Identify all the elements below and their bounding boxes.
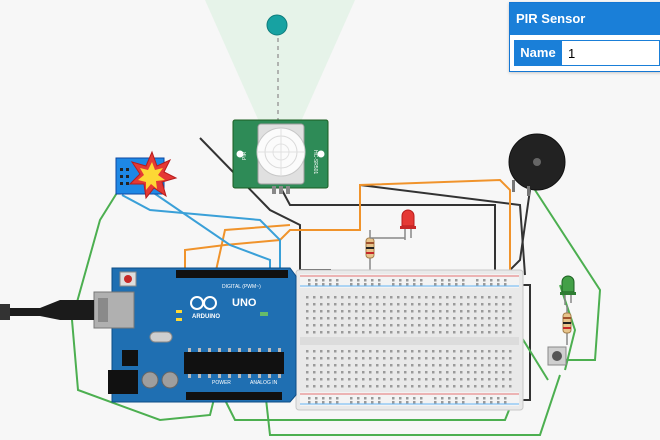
wire-black-top bbox=[281, 189, 496, 270]
svg-text:PIR: PIR bbox=[242, 151, 248, 160]
pir-detection-cone bbox=[205, 0, 355, 135]
arduino-model-label: UNO bbox=[232, 297, 257, 309]
led-green[interactable] bbox=[560, 275, 576, 305]
power-jack bbox=[108, 370, 138, 394]
wires bbox=[70, 137, 602, 436]
pir-target-handle[interactable] bbox=[266, 14, 288, 36]
power-header-label: POWER bbox=[212, 380, 231, 386]
arduino-logo bbox=[190, 296, 217, 310]
wire-green-bottom2 bbox=[264, 374, 561, 436]
name-label: Name bbox=[514, 40, 562, 66]
arduino-brand-label: ARDUINO bbox=[192, 314, 220, 320]
breadboard[interactable] bbox=[295, 269, 524, 411]
wire-green-buzzer bbox=[534, 189, 602, 361]
digital-header-label: DIGITAL (PWM~) bbox=[222, 284, 261, 290]
wire-green-left bbox=[70, 179, 216, 422]
esp-module[interactable] bbox=[115, 150, 178, 200]
atmega-chip bbox=[184, 352, 284, 374]
arduino-uno[interactable]: ARDUINO UNO DIGITAL (PWM~) POWER ANALOG … bbox=[0, 267, 297, 403]
piezo-buzzer[interactable] bbox=[508, 133, 566, 196]
wire-orange-1 bbox=[184, 178, 511, 280]
wire-orange-2 bbox=[214, 224, 291, 276]
pir-sensor[interactable]: PIR HC-SR501 bbox=[232, 119, 329, 194]
breadboard-holes bbox=[306, 279, 512, 404]
pushbutton[interactable] bbox=[547, 346, 567, 366]
component-inspector-panel: PIR Sensor Name bbox=[509, 2, 660, 72]
resistor-green-led[interactable] bbox=[562, 305, 572, 345]
analog-header-label: ANALOG IN bbox=[250, 380, 278, 386]
name-input[interactable] bbox=[562, 40, 660, 66]
name-row: Name bbox=[514, 40, 660, 66]
led-red[interactable] bbox=[400, 209, 416, 240]
resistor-red-led[interactable] bbox=[365, 230, 405, 280]
usb-cable bbox=[0, 300, 94, 320]
inspector-title: PIR Sensor bbox=[510, 3, 660, 35]
svg-text:HC-SR501: HC-SR501 bbox=[312, 150, 318, 174]
wire-blue-2 bbox=[121, 194, 281, 275]
wire-black-right bbox=[359, 184, 526, 276]
